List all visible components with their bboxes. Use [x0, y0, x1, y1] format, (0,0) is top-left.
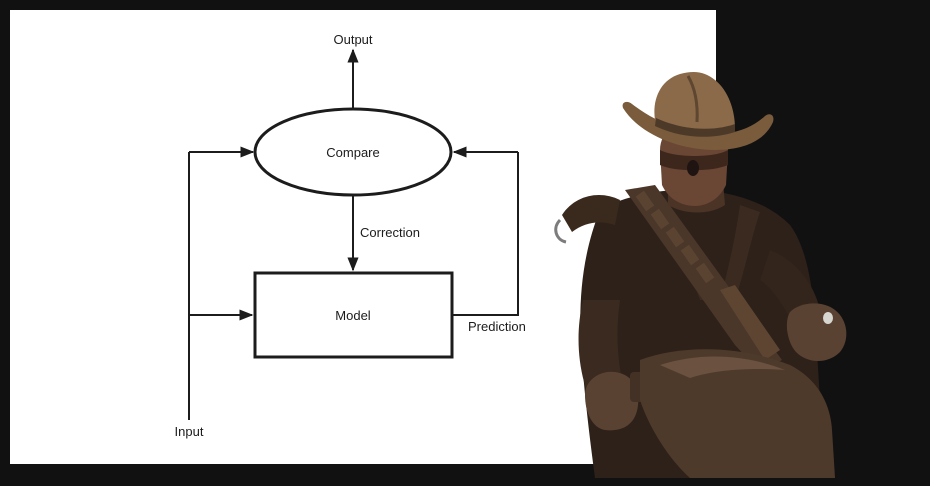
feedback-loop-diagram: [188, 48, 519, 420]
hat-crown-dent: [686, 75, 699, 123]
rifle-stock: [562, 195, 620, 232]
compare-label: Compare: [326, 145, 379, 160]
bandolier-cartridges: [635, 190, 715, 284]
legs: [640, 349, 835, 478]
output-label: Output: [333, 32, 372, 47]
model-label: Model: [335, 308, 371, 323]
shoulder-strap: [720, 285, 780, 360]
hat-crown: [654, 72, 735, 135]
prediction-line: [452, 152, 519, 316]
input-label: Input: [175, 424, 204, 439]
rifle-ring: [554, 218, 567, 244]
hat-brim: [622, 101, 774, 150]
cowboy-figure: [554, 72, 847, 478]
correction-label: Correction: [360, 225, 420, 240]
left-glove: [585, 371, 639, 431]
right-hand-object: [823, 312, 833, 324]
hat-band: [655, 118, 735, 137]
knee-highlight: [660, 356, 785, 378]
prediction-label: Prediction: [468, 319, 526, 334]
nose-cavity: [687, 160, 699, 176]
coat-right-lapel: [720, 205, 760, 300]
